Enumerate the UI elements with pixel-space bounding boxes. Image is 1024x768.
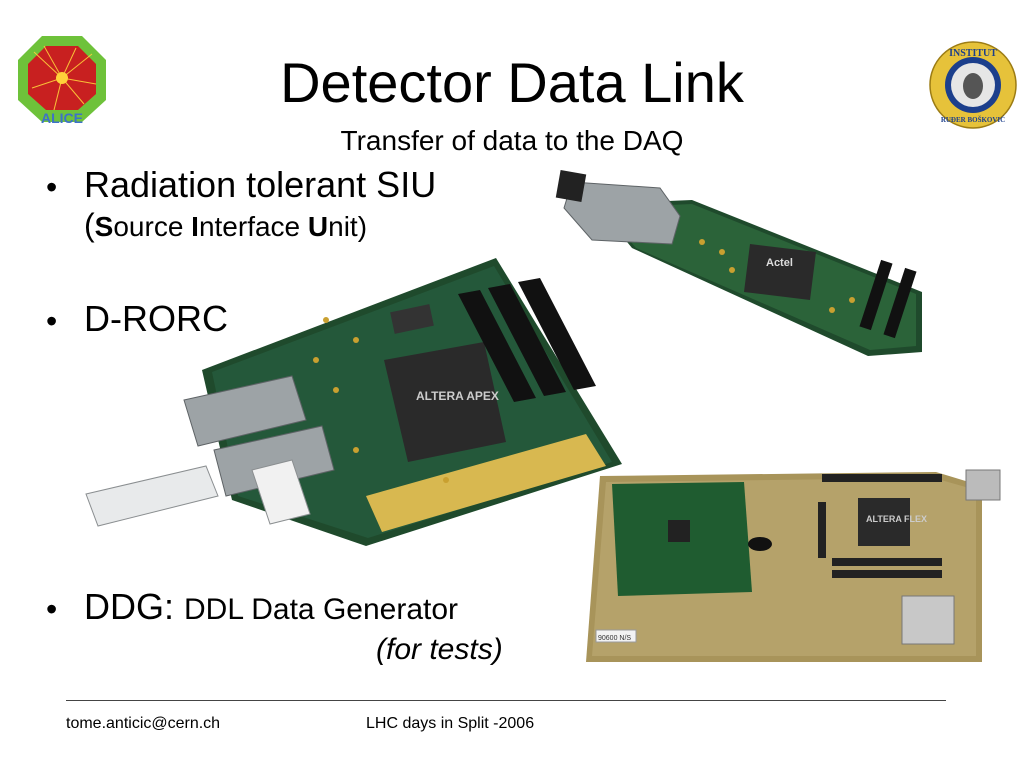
bullet-marker: • <box>46 591 58 627</box>
footer-event: LHC days in Split -2006 <box>366 715 535 732</box>
siu-board-icon: Actel <box>555 169 922 356</box>
svg-text:ALTERA APEX: ALTERA APEX <box>416 389 499 403</box>
svg-text:Actel: Actel <box>766 257 793 269</box>
svg-text:INSTITUT: INSTITUT <box>949 48 997 59</box>
bullet-marker: • <box>46 303 58 339</box>
bullet-d-rorc: D-RORC <box>84 298 228 339</box>
bullet-marker: • <box>46 169 58 205</box>
d-rorc-board-photo: ALTERA APEX <box>66 250 626 560</box>
slide-title: Detector Data Link <box>280 51 744 114</box>
footer-divider <box>66 700 946 701</box>
slide-subtitle: Transfer of data to the DAQ <box>340 125 684 156</box>
irb-seal-icon: INSTITUT RUĐER BOŠKOVIĆ <box>929 41 1017 129</box>
footer-email: tome.anticic@cern.ch <box>66 715 221 732</box>
svg-text:ALTERA FLEX: ALTERA FLEX <box>866 514 927 524</box>
d-rorc-board-icon: ALTERA APEX <box>85 258 622 546</box>
bullet-siu-expansion: (Source Interface Unit) <box>84 207 368 243</box>
irb-logo: INSTITUT RUĐER BOŠKOVIĆ <box>928 40 1018 130</box>
svg-text:RUĐER BOŠKOVIĆ: RUĐER BOŠKOVIĆ <box>941 116 1005 124</box>
ddg-board-icon: ALTERA FLEX 90600 N/S <box>586 469 1001 662</box>
siu-board-photo: Actel <box>552 160 924 360</box>
bullet-ddg: DDG: DDL Data Generator <box>84 586 459 627</box>
alice-logo-icon: ALICE <box>18 36 106 126</box>
svg-text:ALICE: ALICE <box>41 110 83 126</box>
svg-text:90600 N/S: 90600 N/S <box>598 635 631 642</box>
bullet-ddg-note: (for tests) <box>376 633 503 666</box>
bullet-siu: Radiation tolerant SIU <box>84 164 437 205</box>
alice-logo: ALICE <box>14 30 110 126</box>
ddg-board-photo: ALTERA FLEX 90600 N/S <box>582 462 1016 668</box>
